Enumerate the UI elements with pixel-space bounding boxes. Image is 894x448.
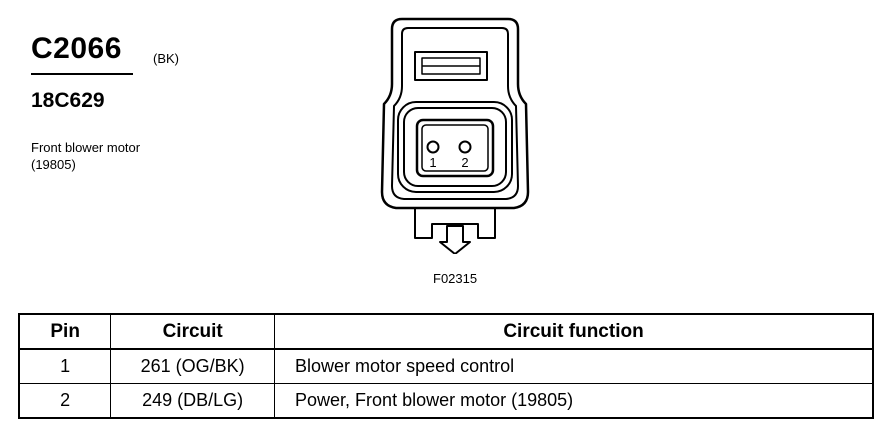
- header-circuit: Circuit: [110, 313, 276, 350]
- figure-id: F02315: [433, 271, 478, 286]
- pin-2-label: 2: [461, 155, 468, 170]
- latch-outer: [414, 51, 488, 81]
- header-circuit-function: Circuit function: [274, 313, 874, 350]
- face-ring-2: [403, 107, 507, 187]
- face-ring-1: [397, 101, 513, 193]
- part-number: 18C629: [31, 89, 105, 112]
- connector-color-code: (BK): [153, 51, 179, 66]
- housing-inner-outline: [391, 27, 519, 200]
- table-row: 2 249 (DB/LG) Power, Front blower motor …: [18, 383, 874, 419]
- pin-1-terminal: [426, 140, 440, 154]
- down-arrow-icon: [439, 225, 471, 254]
- pin-1-label: 1: [429, 155, 436, 170]
- cell-pin: 1: [18, 348, 112, 384]
- housing-outer-outline: [380, 17, 530, 210]
- table-row: 1 261 (OG/BK) Blower motor speed control: [18, 348, 874, 384]
- connector-description: Front blower motor (19805): [31, 139, 140, 173]
- description-line-2: (19805): [31, 157, 76, 172]
- cell-circuit-function: Blower motor speed control: [274, 348, 874, 384]
- cell-circuit-function: Power, Front blower motor (19805): [274, 383, 874, 419]
- cell-circuit: 261 (OG/BK): [110, 348, 276, 384]
- bottom-lock-tab: [414, 208, 496, 239]
- table-header-row: Pin Circuit Circuit function: [18, 313, 874, 350]
- title-underline: [31, 73, 133, 75]
- connector-face-diagram: 1 2: [380, 17, 530, 254]
- pin-cavity-outer: [415, 118, 495, 178]
- pin-cavity-inner: [421, 124, 489, 172]
- cell-pin: 2: [18, 383, 112, 419]
- pin-assignment-table: Pin Circuit Circuit function 1 261 (OG/B…: [18, 313, 874, 419]
- connector-id: C2066: [31, 32, 122, 65]
- description-line-1: Front blower motor: [31, 140, 141, 155]
- cell-circuit: 249 (DB/LG): [110, 383, 276, 419]
- header-pin: Pin: [18, 313, 112, 350]
- pin-2-terminal: [458, 140, 472, 154]
